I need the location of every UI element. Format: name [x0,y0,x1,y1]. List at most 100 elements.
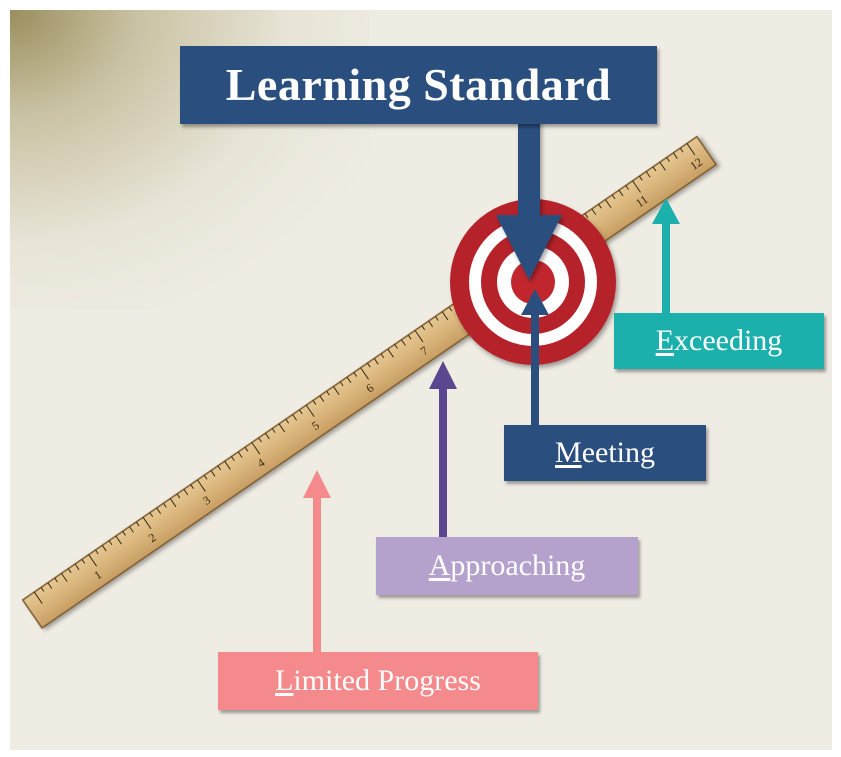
ruler-tick [584,213,589,218]
ruler-tick [88,554,98,567]
ruler-tick [312,400,317,405]
ruler-tick [190,484,194,489]
ruler-tick [652,166,657,172]
ruler-tick [686,143,696,156]
ruler-tick [414,330,424,343]
ruler-tick [604,199,612,209]
ruler-tick [305,404,315,417]
ruler-tick [156,507,162,514]
ruler-tick [346,376,352,384]
ruler-tick [659,161,666,171]
exceeding-arrow [652,198,680,316]
ruler-tick [203,474,208,480]
ruler-tick [394,344,398,349]
limited-progress-arrow [303,470,331,654]
ruler-tick [210,470,216,477]
ruler-tick [285,418,290,424]
ruler-tick [142,517,152,530]
ruler-tick [367,362,371,368]
learning-standard-title: Learning Standard [180,46,657,124]
ruler-tick [40,587,45,592]
ruler-tick [666,157,670,162]
ruler-tick [95,549,99,555]
ruler-tick [598,203,602,209]
meeting-rest: eeting [581,436,655,469]
ruler-tick [258,437,262,443]
ruler-tick [380,353,385,359]
ruler-tick [163,502,167,508]
ruler-tick [333,386,340,395]
ruler-tick [47,582,53,589]
ruler-tick [407,334,412,340]
ruler-tick [224,460,231,470]
ruler-tick [108,540,113,546]
ruler-tick [679,147,684,153]
ruler-tick [169,498,177,508]
ruler-tick [373,358,379,365]
ruler-tick [625,185,630,190]
exceeding-rest: xceeding [674,324,783,357]
ruler-tick [101,545,107,552]
ruler-tick [176,493,181,499]
limited-rest: imited Progress [293,664,481,697]
ruler-tick [197,479,206,492]
ruler-tick [353,372,358,377]
ruler-tick [292,414,298,421]
approaching-rest: pproaching [450,549,586,582]
title-text: Learning Standard [225,59,612,110]
ruler-tick [61,573,68,582]
ruler-tick [611,194,616,200]
ruler-tick [319,395,325,402]
ruler-tick [115,535,122,545]
ruler-tick [54,577,58,583]
ruler-tick [135,521,140,527]
ruler-tick [339,381,344,387]
ruler-tick [299,409,303,415]
ruler-tick [183,488,189,496]
diagram-art: 123456789101112 [21,118,718,654]
ruler-tick [129,526,134,533]
ruler-tick [122,531,126,536]
ruler-tick [441,311,449,321]
ruler-tick [638,175,643,181]
ruler-tick [387,348,394,358]
ruler-tick [217,465,222,471]
ruler-tick [67,568,72,574]
ruler-tick [244,446,249,452]
ruler-tick [326,390,330,396]
meeting-arrow [521,289,549,428]
ruler-tick [33,591,43,604]
bullseye-target-icon [450,199,616,365]
ruler-tick [81,559,86,564]
ruler-tick [271,428,276,433]
ruler-tick [401,339,406,346]
ruler-tick [448,306,453,312]
ruler-tick [149,512,154,518]
meeting-initial: M [555,436,582,469]
learning-standard-arrow [496,118,562,280]
ruler-tick [251,442,261,455]
approaching-arrow [429,361,457,540]
approaching-initial: A [428,549,451,582]
ruler-tick [360,367,369,380]
limited-initial: L [275,664,294,697]
ruler-tick [265,432,270,440]
ruler-tick [428,320,434,328]
ruler-tick [618,189,624,197]
ruler-tick [645,171,651,178]
ruler-tick [632,180,641,193]
ruler-tick [231,456,235,461]
ruler-tick [421,325,426,331]
ruler-tick [237,451,243,458]
slide-canvas: 123456789101112 [10,10,832,750]
ruler-tick [74,563,80,571]
ruler-tick [278,423,286,433]
ruler-tick [672,152,678,159]
ruler-tick [591,208,597,215]
ruler-tick [435,316,439,321]
exceeding-initial: E [655,324,675,357]
